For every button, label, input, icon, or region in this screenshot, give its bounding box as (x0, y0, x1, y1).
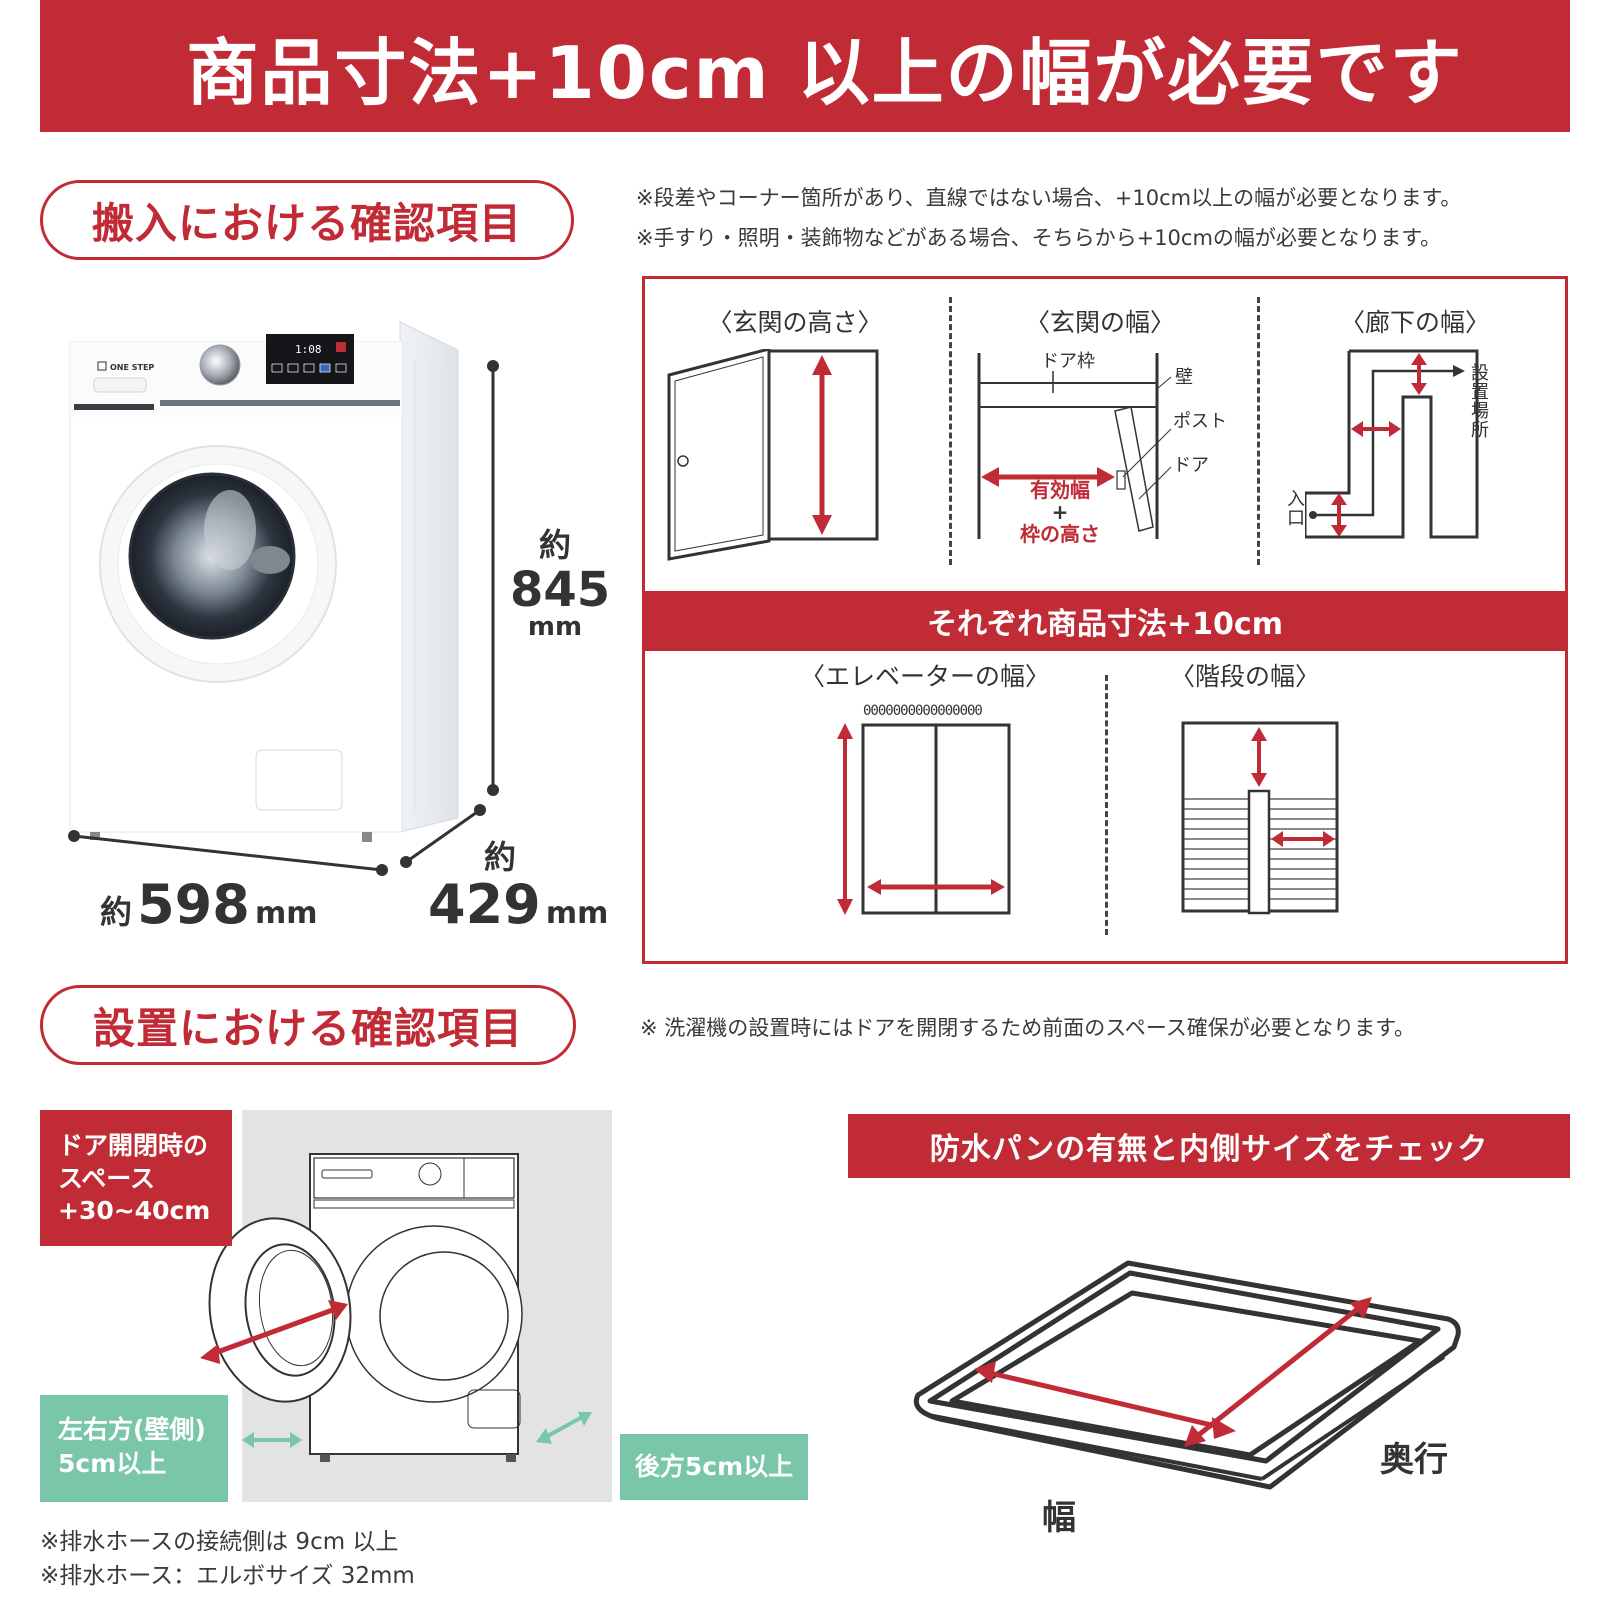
depth-prefix: 約 (484, 838, 517, 876)
install-note: ※ 洗濯機の設置時にはドアを開閉するため前面のスペース確保が必要となります。 (640, 1016, 1416, 1040)
door-frame-label: ドア枠 (1041, 351, 1095, 372)
entrance-label: 入口 (1287, 489, 1305, 529)
svg-text:1:08: 1:08 (295, 343, 322, 356)
stairs-width-title: 〈階段の幅〉 (1169, 662, 1320, 691)
post-label: ポスト (1173, 411, 1227, 432)
pan-width-label: 幅 (1042, 1498, 1076, 1538)
door-space-badge: ドア開閉時の スペース +30~40cm (40, 1110, 232, 1246)
entrance-width-title: 〈玄関の幅〉 (1024, 308, 1175, 337)
drain-hose-note-1: ※排水ホースの接続側は 9cm 以上 (40, 1529, 399, 1555)
entrance-height-title: 〈玄関の高さ〉 (707, 308, 883, 337)
wall-label: 壁 (1175, 367, 1193, 388)
door-label: ドア (1173, 455, 1209, 476)
install-heading: 設置における確認項目 (92, 1003, 523, 1053)
banner-title: 商品寸法+10cm 以上の幅が必要です (186, 30, 1464, 115)
top-banner: 商品寸法+10cm 以上の幅が必要です (40, 0, 1570, 132)
delivery-note-2: ※手すり・照明・装飾物などがある場合、そちらから+10cmの幅が必要となります。 (636, 226, 1442, 250)
width-dimension: 約 598 mm (100, 873, 318, 936)
delivery-heading: 搬入における確認項目 (91, 198, 522, 248)
program-knob (199, 344, 241, 386)
delivery-note-1: ※段差やコーナー箇所があり、直線ではない場合、+10cm以上の幅が必要となります… (636, 186, 1462, 210)
elevator-floor-indicator: 0000000000000000 (863, 703, 983, 719)
height-dimension: 約 845 mm (510, 526, 611, 642)
rear-space-badge: 後方5cm以上 (620, 1434, 808, 1500)
delivery-heading-pill: 搬入における確認項目 (40, 180, 574, 260)
brand-label: ONE STEP (110, 363, 154, 372)
entrance-height-diagram (667, 349, 879, 561)
entrance-width-diagram (977, 353, 1172, 539)
depth-dimension: 429 mm (428, 873, 609, 936)
waterproof-pan-bar: 防水パンの有無と内側サイズをチェック (848, 1114, 1570, 1178)
middle-bar-text: それぞれ商品寸法+10cm (927, 607, 1283, 642)
delivery-checklist-box: 〈玄関の高さ〉 〈玄関の幅〉 〈廊下の幅〉 ドア枠 壁 ポスト ドア 有効幅 +… (642, 276, 1568, 964)
each-product-plus-10cm-bar: それぞれ商品寸法+10cm (645, 591, 1565, 651)
divider (949, 297, 952, 565)
elevator-width-diagram (837, 723, 1011, 915)
effective-width-label: 有効幅 + 枠の高さ (1020, 478, 1100, 546)
hallway-width-title: 〈廊下の幅〉 (1339, 308, 1490, 337)
hallway-width-diagram (1305, 349, 1479, 539)
washer-line-drawing (200, 1153, 592, 1462)
side-space-badge: 左右方(壁側) 5cm以上 (40, 1395, 228, 1502)
pan-depth-label: 奥行 (1380, 1440, 1448, 1480)
elevator-width-title: 〈エレベーターの幅〉 (799, 662, 1050, 691)
stairs-width-diagram (1181, 721, 1339, 915)
waterproof-pan-heading: 防水パンの有無と内側サイズをチェック (929, 1132, 1489, 1167)
waterproof-pan-diagram (913, 1260, 1461, 1490)
drain-hose-note-2: ※排水ホース：エルボサイズ 32mm (40, 1563, 415, 1589)
washing-machine-image: ONE STEP 1:08 (69, 321, 459, 842)
install-heading-pill: 設置における確認項目 (40, 985, 576, 1065)
dimension-lines (68, 360, 499, 876)
divider (1105, 675, 1108, 935)
install-location-label: 設置場所 (1471, 363, 1489, 441)
divider (1257, 297, 1260, 565)
